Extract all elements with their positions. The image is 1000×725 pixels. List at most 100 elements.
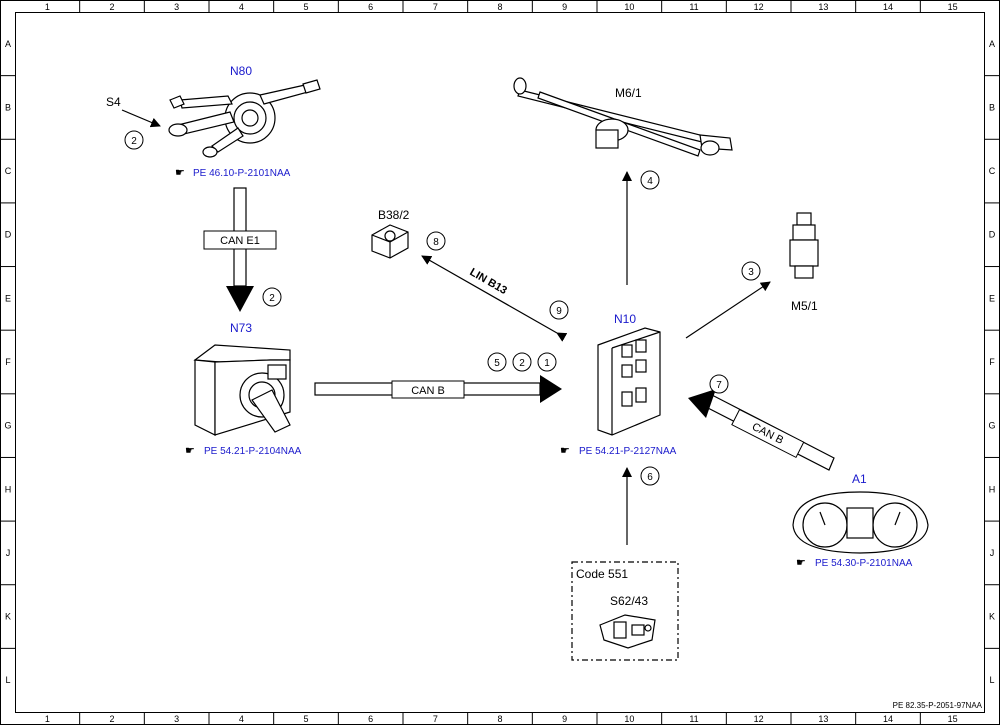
grid-row-label: D	[5, 230, 12, 240]
grid-column-label: 6	[368, 714, 373, 724]
step-circle	[426, 231, 446, 251]
grid-row-label: C	[5, 166, 12, 176]
step-circle	[537, 352, 557, 372]
m61-wiper-motor	[513, 77, 733, 157]
n10-reference: PE 54.21-P-2127NAA	[579, 446, 677, 457]
grid-column-label: 4	[239, 2, 244, 12]
s6243-label: S62/43	[610, 594, 648, 608]
can-b-left-label: CAN B	[411, 385, 445, 397]
grid-row-label: L	[989, 675, 994, 685]
reference-pointer-icon: ☛	[175, 167, 185, 179]
can-e1-arrow	[226, 187, 254, 312]
grid-row-label: D	[989, 230, 996, 240]
step-number: 6	[647, 472, 653, 483]
grid-column-label: 1	[45, 2, 50, 12]
grid-column-label: 5	[303, 714, 308, 724]
grid-row-label: H	[989, 484, 996, 494]
can-b-right-label-box	[731, 408, 805, 459]
grid-column-label: 10	[624, 2, 634, 12]
grid-row-label: K	[5, 612, 11, 622]
s4-label: S4	[106, 95, 121, 109]
grid-column-label: 2	[109, 2, 114, 12]
can-e1-label-box	[203, 230, 277, 250]
grid-row-label: K	[989, 612, 995, 622]
step-circle	[549, 300, 569, 320]
grid-column-label: 10	[624, 714, 634, 724]
b382-rain-sensor	[371, 224, 409, 259]
grid-column-label: 15	[948, 714, 958, 724]
step-number: 5	[494, 358, 500, 369]
step-circle	[741, 261, 761, 281]
step-number: 1	[544, 358, 550, 369]
grid-column-label: 9	[562, 714, 567, 724]
step-number: 7	[716, 380, 722, 391]
grid-row-label: J	[6, 548, 11, 558]
grid-column-label: 3	[174, 714, 179, 724]
step-circle	[640, 170, 660, 190]
grid-row-label: H	[5, 484, 12, 494]
reference-pointer-icon: ☛	[796, 557, 806, 569]
grid-column-label: 6	[368, 2, 373, 12]
m61-label: M6/1	[615, 86, 642, 100]
n10-label: N10	[614, 312, 636, 326]
n73-ignition-switch	[193, 344, 291, 436]
s6243-switch	[599, 614, 656, 649]
step-number: 2	[269, 293, 275, 304]
grid-row-label: F	[5, 357, 11, 367]
step-circle	[262, 287, 282, 307]
grid-row-label: G	[4, 421, 11, 431]
step-number: 2	[131, 136, 137, 147]
step-number: 8	[433, 237, 439, 248]
grid-column-label: 12	[754, 2, 764, 12]
grid-column-label: 4	[239, 714, 244, 724]
code-551-box	[571, 561, 679, 661]
b382-label: B38/2	[378, 208, 410, 222]
grid-column-label: 1	[45, 714, 50, 724]
grid-column-label: 11	[689, 714, 698, 724]
step-number: 3	[748, 267, 754, 278]
grid-row-label: L	[5, 675, 10, 685]
grid-column-label: 8	[497, 714, 502, 724]
code-551-label: Code 551	[576, 567, 628, 581]
grid-row-label: B	[989, 102, 995, 112]
step-number: 9	[556, 306, 562, 317]
reference-pointer-icon: ☛	[185, 445, 195, 457]
a1-label: A1	[852, 472, 867, 486]
grid-row-label: C	[989, 166, 996, 176]
grid-row-label: F	[989, 357, 995, 367]
grid-column-label: 9	[562, 2, 567, 12]
grid-row-label: A	[989, 39, 995, 49]
step-circle	[640, 466, 660, 486]
n73-label: N73	[230, 321, 252, 335]
n73-reference: PE 54.21-P-2104NAA	[204, 446, 302, 457]
step-circle	[487, 352, 507, 372]
grid-column-label: 3	[174, 2, 179, 12]
reference-pointer-icon: ☛	[560, 445, 570, 457]
grid-column-label: 13	[818, 2, 828, 12]
step-circle	[709, 374, 729, 394]
lin-bus-label: LIN B13	[468, 266, 509, 297]
grid-column-label: 15	[948, 2, 958, 12]
step-number: 4	[647, 176, 653, 187]
grid-column-label: 5	[303, 2, 308, 12]
a1-instrument-cluster	[792, 491, 929, 554]
n10-control-module	[597, 327, 661, 436]
step-circle	[512, 352, 532, 372]
grid-column-label: 7	[433, 2, 438, 12]
step-circle	[124, 130, 144, 150]
m51-arrow	[685, 281, 771, 339]
grid-row-label: A	[5, 39, 11, 49]
grid-row-label: J	[990, 548, 995, 558]
can-e1-label: CAN E1	[220, 235, 260, 247]
grid-column-label: 14	[883, 2, 893, 12]
grid-column-label: 14	[883, 714, 893, 724]
grid-column-label: 11	[689, 2, 698, 12]
lin-bus-arrow	[421, 255, 568, 342]
grid-column-label: 7	[433, 714, 438, 724]
document-code: PE 82.35-P-2051-97NAA	[893, 701, 983, 710]
a1-reference: PE 54.30-P-2101NAA	[815, 558, 913, 569]
grid-row-label: B	[5, 102, 11, 112]
grid-row-label: G	[988, 421, 995, 431]
